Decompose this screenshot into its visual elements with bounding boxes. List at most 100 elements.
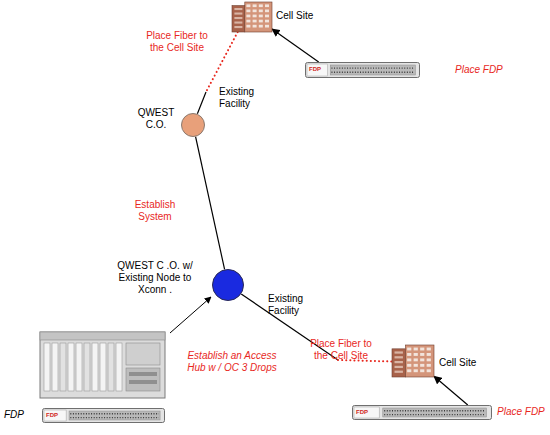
building-window	[414, 358, 418, 361]
fdp-panel-shape	[352, 405, 492, 420]
shelf-module	[126, 343, 160, 365]
shelf-card	[60, 343, 66, 391]
building-window	[253, 20, 257, 23]
building-window	[246, 15, 250, 18]
fdp-panel-shape	[42, 408, 165, 423]
building-window	[234, 13, 242, 15]
fdp-ports	[384, 410, 485, 411]
building-window	[420, 348, 424, 351]
building-window	[395, 361, 403, 363]
shelf-card	[68, 343, 74, 391]
note-label: Establish an Access Hub w / OC 3 Drops	[180, 350, 284, 374]
building-window	[407, 358, 411, 361]
building-window	[407, 353, 411, 356]
building-window	[427, 358, 431, 361]
shelf-vent	[129, 372, 157, 376]
building-window	[407, 369, 411, 372]
shelf-frame	[40, 332, 165, 398]
building-window	[246, 4, 250, 7]
fdp-ports	[384, 414, 485, 415]
shelf-card	[52, 343, 58, 391]
shelf-module	[126, 368, 160, 391]
building-window	[407, 364, 411, 367]
building-window	[407, 348, 411, 351]
building-window	[427, 364, 431, 367]
fdp-ports	[70, 413, 159, 414]
building-window	[414, 364, 418, 367]
node-label: QWEST C.O.	[135, 107, 177, 131]
cell-site-shape	[232, 2, 272, 32]
building-window	[427, 369, 431, 372]
building-window	[259, 25, 263, 28]
fdp-port-strip	[383, 408, 487, 417]
central-office-node-shape	[212, 269, 244, 301]
faceplate-label: FDP	[46, 412, 66, 419]
note-label: Place Fiber to the Cell Site	[140, 30, 214, 54]
facility-line	[196, 137, 225, 270]
node-label: FDP	[4, 409, 36, 421]
building-window	[414, 353, 418, 356]
note-label: Existing Facility	[268, 293, 318, 317]
building-window	[234, 17, 242, 19]
shelf-card	[108, 343, 114, 391]
shelf-card	[100, 343, 106, 391]
building-window	[253, 15, 257, 18]
central-office-node: QWEST C .O. w/ Existing Node to Xconn .	[212, 269, 244, 301]
building-window	[234, 22, 242, 24]
fdp-panel: FDP	[352, 405, 492, 420]
shelf-top-bar	[40, 332, 165, 340]
building-side	[232, 6, 245, 32]
building-window	[253, 25, 257, 28]
faceplate-label: FDP	[309, 66, 329, 73]
building-window	[427, 353, 431, 356]
fdp-body	[306, 63, 420, 78]
fdp-ports	[331, 72, 414, 73]
central-office: QWEST C.O.	[181, 113, 205, 137]
faceplate-label: FDP	[356, 409, 376, 416]
building-window	[414, 348, 418, 351]
building-window	[420, 364, 424, 367]
building-window	[395, 356, 403, 358]
building-window	[420, 358, 424, 361]
building-window	[259, 20, 263, 23]
shelf-vent	[129, 380, 157, 384]
shelf-card	[84, 343, 90, 391]
cell-site: Cell Site	[392, 345, 434, 377]
building-window	[253, 10, 257, 13]
node-label: Cell Site	[439, 357, 499, 369]
note-label: Place FDP	[455, 64, 525, 76]
node-circle	[182, 114, 205, 137]
fdp-faceplate	[44, 410, 66, 421]
building-window	[234, 26, 242, 28]
shelf-card	[116, 343, 122, 391]
building-window	[253, 4, 257, 7]
connector	[196, 137, 225, 270]
building-window	[246, 20, 250, 23]
facility-line	[197, 92, 206, 114]
building-window	[259, 15, 263, 18]
fdp-port-strip	[330, 65, 415, 75]
building-window	[265, 10, 269, 13]
edge-label: Establish System	[126, 199, 184, 223]
building-front	[245, 2, 272, 32]
pointer-arrow	[170, 297, 211, 333]
fdp-body	[43, 409, 165, 423]
building-window	[420, 353, 424, 356]
building-window	[395, 351, 403, 353]
node-label: QWEST C .O. w/ Existing Node to Xconn .	[112, 260, 198, 296]
note-label: Existing Facility	[219, 86, 269, 110]
facility-line	[272, 29, 319, 62]
fdp-faceplate	[354, 407, 379, 418]
building-window	[420, 369, 424, 372]
shelf-card	[44, 343, 50, 391]
shelf-card	[92, 343, 98, 391]
central-office-shape	[181, 113, 205, 137]
building-front	[405, 345, 434, 377]
building-side	[392, 349, 405, 377]
building-window	[414, 369, 418, 372]
building-window	[395, 371, 403, 373]
building-window	[427, 348, 431, 351]
building-window	[246, 25, 250, 28]
shelf-card	[76, 343, 82, 391]
